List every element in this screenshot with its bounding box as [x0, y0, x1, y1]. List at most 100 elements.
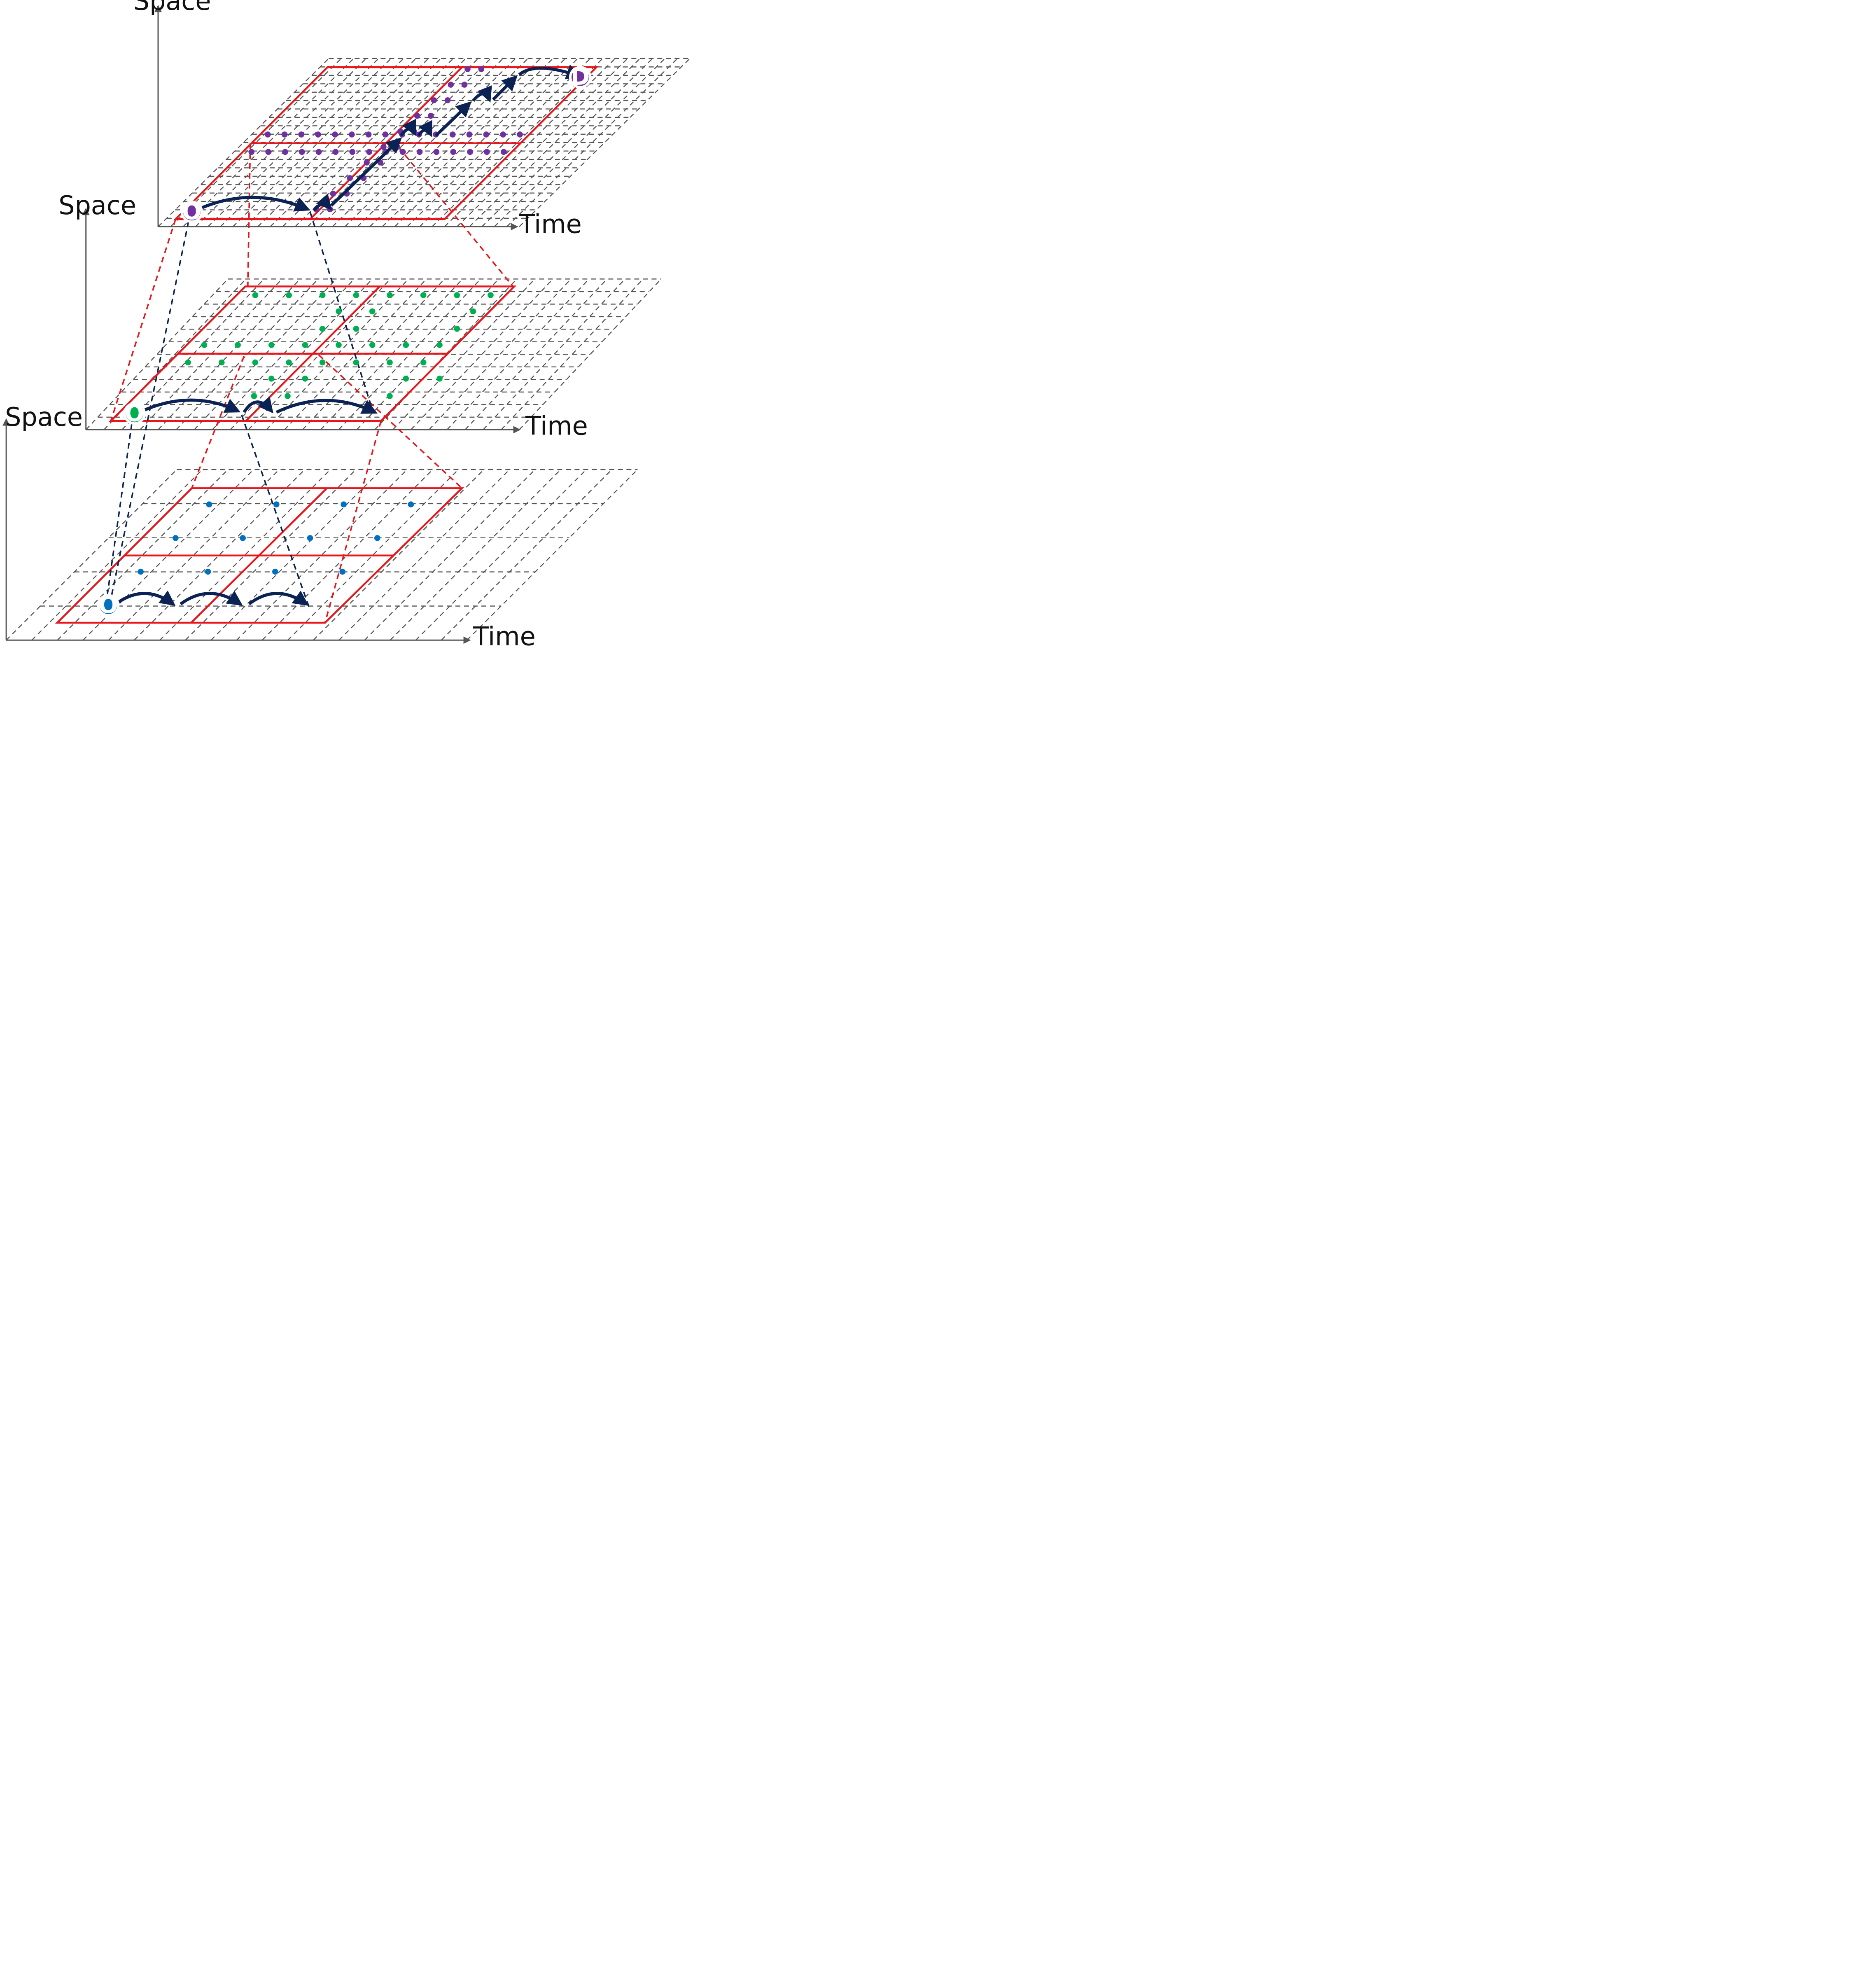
network-node — [454, 292, 460, 298]
path-arc — [275, 399, 378, 414]
network-node — [403, 376, 409, 382]
network-node — [339, 568, 345, 575]
network-node — [307, 535, 313, 541]
network-node — [349, 131, 355, 138]
path-arc — [114, 590, 176, 606]
projection-line-navy — [241, 414, 310, 607]
network-node — [315, 131, 321, 138]
origin-marker-bottom-circle — [97, 594, 120, 617]
grid-line-diagonal — [469, 58, 641, 227]
path-arc — [417, 120, 432, 138]
network-node — [353, 326, 359, 332]
network-node — [219, 359, 225, 366]
network-node — [500, 149, 507, 155]
grid-line-diagonal — [382, 58, 553, 227]
network-node — [387, 393, 393, 399]
grid-line-diagonal — [210, 469, 382, 641]
network-node — [414, 112, 420, 119]
space-axis-label: Space — [5, 402, 83, 432]
network-node — [319, 292, 326, 298]
partition-border — [55, 487, 464, 624]
network-node — [268, 342, 275, 348]
network-node — [353, 292, 359, 298]
origin-marker-middle-label: O — [125, 400, 145, 427]
origin-marker-middle-circle — [123, 402, 146, 425]
network-node — [500, 131, 506, 138]
network-node — [431, 97, 437, 103]
grid-line-diagonal — [159, 469, 331, 641]
path-arc — [248, 590, 309, 606]
network-node — [281, 131, 288, 138]
grid-line-diagonal — [208, 58, 379, 227]
network-node — [235, 342, 241, 348]
grid-line-diagonal — [236, 469, 408, 641]
network-node — [365, 131, 372, 138]
grid-line-diagonal — [282, 58, 454, 227]
network-node — [286, 359, 292, 366]
network-node — [436, 342, 443, 348]
network-node — [319, 359, 326, 366]
network-node — [488, 292, 494, 298]
network-node — [347, 175, 353, 181]
network-node — [336, 308, 342, 315]
network-node — [286, 292, 292, 298]
network-node — [364, 159, 370, 166]
grid-line-diagonal — [494, 58, 665, 227]
grid-line-diagonal — [406, 58, 578, 227]
grid-line-diagonal — [419, 58, 591, 227]
network-node — [466, 131, 473, 138]
network-node — [138, 568, 144, 575]
network-node — [240, 535, 246, 541]
network-node — [252, 292, 259, 298]
network-node — [387, 292, 393, 298]
grid-line-diagonal — [182, 58, 354, 227]
grid-line-diagonal — [506, 58, 678, 227]
path-arc — [472, 85, 492, 103]
network-node — [285, 393, 291, 399]
projection-line-red — [324, 421, 382, 623]
path-arc — [330, 137, 402, 207]
grid-line-diagonal — [390, 469, 561, 641]
grid-line-diagonal — [245, 58, 416, 227]
network-node — [369, 342, 376, 348]
grid-line-diagonal — [313, 469, 485, 641]
network-node — [264, 131, 271, 138]
network-node — [420, 292, 427, 298]
network-node — [341, 501, 347, 507]
network-node — [273, 501, 280, 507]
grid-line-diagonal — [31, 469, 203, 641]
grid-line-diagonal — [444, 58, 616, 227]
network-node — [185, 359, 191, 366]
partition-border — [108, 285, 517, 422]
network-node — [268, 376, 275, 382]
time-axis-label: Time — [525, 411, 588, 441]
network-node — [272, 568, 278, 575]
network-node — [282, 149, 288, 155]
network-node — [265, 149, 271, 155]
origin-marker-top-label: O — [182, 199, 202, 225]
space-axis-label: Space — [58, 190, 136, 220]
grid-line-diagonal — [261, 469, 433, 641]
network-node — [332, 131, 338, 138]
time-axis-label: Time — [519, 209, 582, 239]
path-arc — [139, 398, 241, 414]
network-node — [248, 149, 255, 155]
network-node — [408, 501, 414, 507]
path-arc — [399, 119, 416, 137]
path-arc — [518, 65, 582, 79]
network-node — [332, 149, 339, 155]
network-node — [478, 66, 485, 72]
network-node — [433, 149, 440, 155]
network-node — [420, 359, 427, 366]
path-arc — [434, 101, 472, 137]
network-node — [416, 149, 423, 155]
network-node — [444, 97, 451, 103]
grid-line-diagonal — [108, 469, 280, 641]
network-node — [173, 535, 179, 541]
network-node — [319, 326, 326, 332]
grid-line-diagonal — [441, 469, 612, 641]
grid-line-diagonal — [257, 58, 429, 227]
grid-line-diagonal — [394, 58, 566, 227]
grid-line-diagonal — [467, 469, 638, 641]
